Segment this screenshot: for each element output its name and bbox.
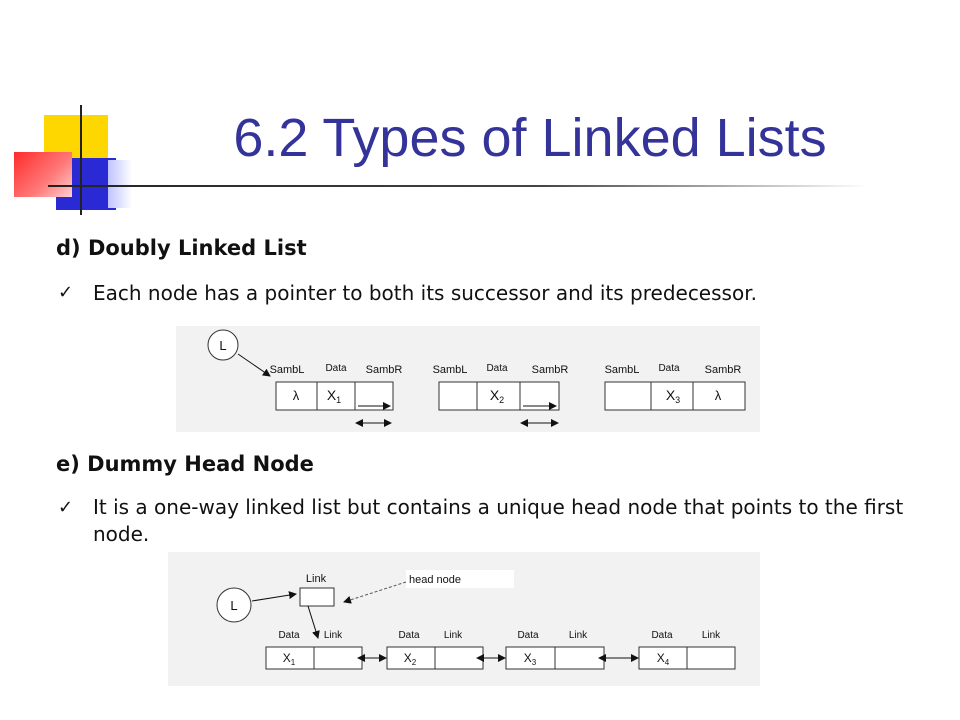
- node3-data-label: Data: [517, 630, 539, 641]
- node2-data: X: [490, 387, 500, 403]
- node3-data: X: [666, 387, 676, 403]
- decor-red-square: [14, 152, 72, 197]
- node4-link-label: Link: [702, 630, 721, 641]
- slide-title: 6.2 Types of Linked Lists: [233, 108, 827, 168]
- pointer-arrow: [237, 353, 271, 377]
- node3-data: X: [524, 651, 532, 665]
- checkmark-icon: ✓: [58, 282, 74, 303]
- doubly-linked-list-diagram: L SambL Data SambR λ X1 SambL Data SambR…: [176, 326, 760, 432]
- node3-right-label: SambR: [705, 364, 742, 376]
- node2-data-sub: 2: [412, 658, 417, 667]
- pointer-label: L: [219, 338, 226, 353]
- node2-data-label: Data: [398, 630, 420, 641]
- node3-data-label: Data: [658, 363, 680, 374]
- head-link-label: Link: [306, 573, 327, 585]
- node2-data: X: [404, 651, 412, 665]
- node1-data-label: Data: [278, 630, 300, 641]
- node4-data: X: [657, 651, 665, 665]
- dummy-head-node-diagram: L Link head node Data Link X1 Data Link …: [168, 552, 760, 686]
- title-underline: [48, 185, 868, 187]
- head-to-first-arrow: [307, 605, 320, 639]
- node2-link-label: Link: [444, 630, 463, 641]
- node1-data: X: [327, 387, 337, 403]
- svg-text:X1: X1: [283, 651, 296, 667]
- node3-right-value: λ: [715, 388, 722, 403]
- heading-dummy-head-node: e) Dummy Head Node: [56, 452, 314, 476]
- bullet-dummy-head-node: It is a one-way linked list but contains…: [93, 495, 904, 546]
- svg-text:X2: X2: [490, 387, 504, 405]
- node3-left-label: SambL: [605, 364, 640, 376]
- heading-doubly-linked-list: d) Doubly Linked List: [56, 236, 307, 260]
- node2-box: [438, 381, 560, 411]
- pointer-label: L: [230, 598, 237, 613]
- node2-data-sub: 2: [499, 395, 504, 405]
- node1-data-sub: 1: [291, 658, 296, 667]
- node4-data-sub: 4: [665, 658, 670, 667]
- head-node-callout-arrow: [343, 581, 407, 604]
- svg-text:X4: X4: [657, 651, 670, 667]
- node1-box: [275, 381, 394, 411]
- node1-left-label: SambL: [270, 364, 305, 376]
- pointer-circle: [207, 329, 239, 361]
- node1-data-label: Data: [325, 363, 347, 374]
- node3-data-sub: 3: [532, 658, 537, 667]
- node1-data: X: [283, 651, 291, 665]
- node2-data-label: Data: [486, 363, 508, 374]
- node3-link-label: Link: [569, 630, 588, 641]
- checkmark-icon: ✓: [58, 497, 74, 518]
- head-node-label: head node: [409, 574, 461, 586]
- svg-text:X1: X1: [327, 387, 341, 405]
- node3-data-sub: 3: [675, 395, 680, 405]
- node2-left-label: SambL: [433, 364, 468, 376]
- pointer-arrow: [251, 591, 297, 602]
- svg-text:X3: X3: [524, 651, 537, 667]
- head-node-callout: [406, 570, 514, 588]
- decor-fade-square: [108, 160, 132, 208]
- node4-data-label: Data: [651, 630, 673, 641]
- bullet-doubly-linked-list: Each node has a pointer to both its succ…: [93, 281, 757, 305]
- node1-left-value: λ: [293, 388, 300, 403]
- svg-text:X2: X2: [404, 651, 417, 667]
- node2-right-label: SambR: [532, 364, 569, 376]
- head-node-box: [299, 587, 335, 607]
- pointer-circle: [216, 587, 252, 623]
- node3-box: [604, 381, 746, 411]
- svg-text:X3: X3: [666, 387, 680, 405]
- node1-data-sub: 1: [336, 395, 341, 405]
- node1-link-label: Link: [324, 630, 343, 641]
- node1-right-label: SambR: [366, 364, 403, 376]
- decor-vertical-line: [80, 105, 82, 215]
